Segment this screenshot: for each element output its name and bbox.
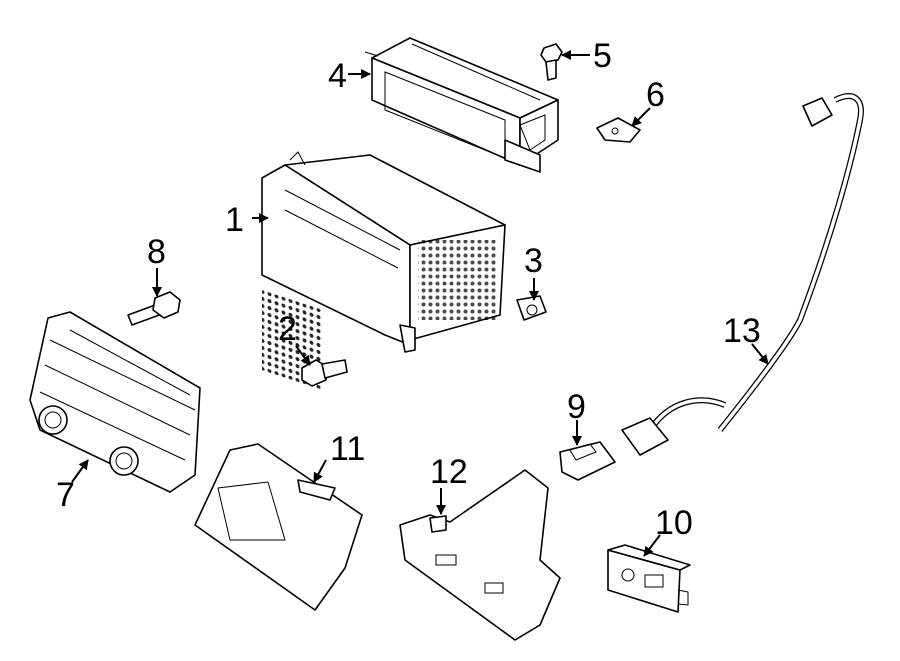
- leader-lines: [71, 50, 769, 557]
- leader-6: [631, 107, 651, 127]
- callout-1: 1: [225, 201, 244, 239]
- part-7-control-panel: [29, 311, 201, 493]
- callout-13: 13: [723, 312, 761, 350]
- callout-12: 12: [430, 453, 468, 491]
- part-11-module: [194, 443, 363, 611]
- part-4-display-module: [364, 37, 559, 173]
- callout-11: 11: [330, 430, 365, 468]
- callout-10: 10: [655, 504, 693, 542]
- callout-labels: 1 2 3 4 5 6 7 8 9 10 11 12 13: [56, 37, 761, 542]
- callout-6: 6: [646, 76, 665, 114]
- callout-4: 4: [328, 57, 347, 95]
- callout-2: 2: [278, 310, 297, 348]
- callout-5: 5: [593, 37, 612, 75]
- part-13-cable-harness: [621, 93, 864, 456]
- callout-8: 8: [147, 233, 166, 271]
- callout-7: 7: [56, 476, 75, 514]
- part-1-radio-receiver: [261, 151, 506, 390]
- leader-2: [295, 345, 311, 366]
- part-10-usb-hub: [607, 544, 691, 613]
- leader-10: [643, 534, 661, 557]
- part-5-bolt: [540, 43, 563, 81]
- part-3-bracket: [516, 295, 547, 321]
- leader-11: [313, 459, 327, 483]
- part-8-bolt: [127, 291, 181, 326]
- part-12-bracket: [399, 469, 561, 641]
- callout-3: 3: [524, 242, 543, 280]
- part-2-bolt: [301, 359, 348, 387]
- callout-9: 9: [567, 388, 586, 426]
- leader-13: [751, 343, 769, 365]
- part-9-usb-connector: [559, 441, 616, 481]
- part-6-clip: [596, 117, 641, 143]
- leader-7: [71, 459, 89, 483]
